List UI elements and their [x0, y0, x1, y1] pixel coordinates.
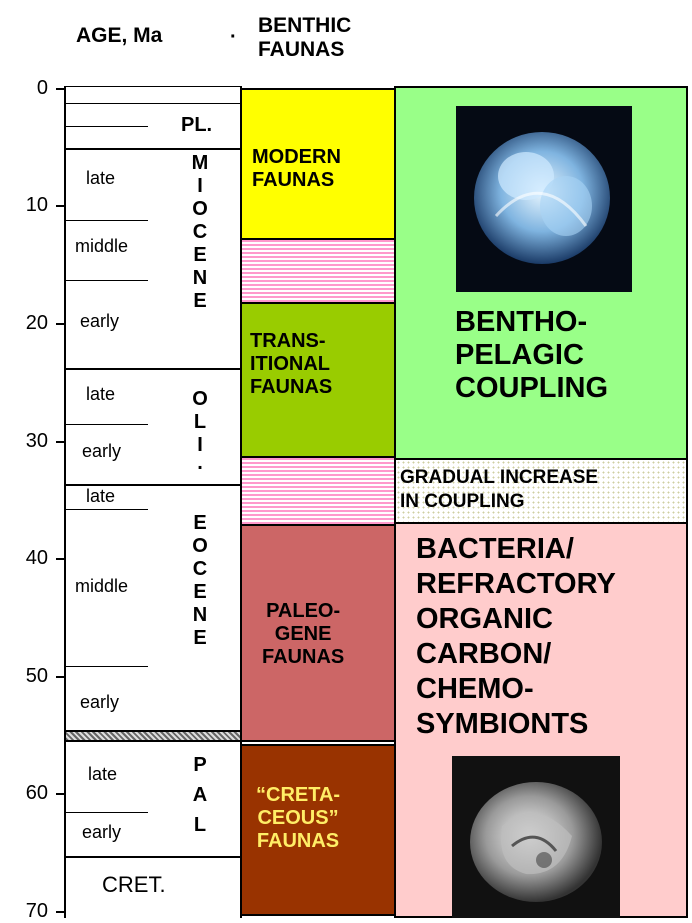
- epoch-pl: PL.: [181, 114, 212, 137]
- hatch-upper: [242, 240, 394, 302]
- fauna-cretaceous-label: “CRETA-CEOUS”FAUNAS: [256, 784, 340, 853]
- eoc-line-2: [66, 666, 148, 667]
- epoch-oligocene: OLI.: [188, 388, 212, 469]
- fauna-paleogene-label: PALEO-GENEFAUNAS: [262, 600, 344, 669]
- stage-pal-early: early: [82, 822, 121, 843]
- tick-label-30: 30: [8, 430, 48, 453]
- stage-mio-early: early: [80, 311, 119, 332]
- benthic-header-line2: FAUNAS: [258, 38, 351, 62]
- foram-bottom-svg: [452, 756, 620, 918]
- stage-oli-late: late: [86, 384, 115, 405]
- tick-label-70: 70: [8, 900, 48, 923]
- stage-mio-late: late: [86, 168, 115, 189]
- tick-label-20: 20: [8, 312, 48, 335]
- header-dot: ·: [230, 26, 237, 49]
- benthic-faunas-header: BENTHIC FAUNAS: [258, 14, 351, 62]
- stage-eoc-late: late: [86, 486, 115, 507]
- cret-top-line: [66, 856, 240, 858]
- eoc-pal-boundary: [66, 730, 240, 742]
- eoc-line-1: [66, 509, 148, 510]
- pal-line-1: [66, 812, 148, 813]
- stage-eoc-early: early: [80, 692, 119, 713]
- pl-line-2: [66, 103, 240, 104]
- stage-eoc-middle: middle: [75, 576, 128, 597]
- foram-image-top: [456, 106, 632, 292]
- hatch-lower: [242, 458, 394, 524]
- process-coupling-label: BENTHO-PELAGICCOUPLING: [455, 306, 608, 405]
- process-bacteria-label: BACTERIA/REFRACTORYORGANICCARBON/CHEMO-S…: [416, 532, 616, 742]
- process-gradual-label: GRADUAL INCREASEIN COUPLING: [400, 466, 598, 514]
- stage-oli-early: early: [82, 441, 121, 462]
- epoch-miocene: MIOCENE: [188, 152, 212, 313]
- pl-line-1: [66, 86, 240, 87]
- tick-label-10: 10: [8, 194, 48, 217]
- pl-line-3: [66, 126, 148, 127]
- stage-pal-late: late: [88, 764, 117, 785]
- epoch-eocene: EOCENE: [188, 512, 212, 650]
- pl-line-4: [66, 148, 240, 150]
- tick-label-40: 40: [8, 547, 48, 570]
- mio-line-1: [66, 220, 148, 221]
- tick-label-50: 50: [8, 665, 48, 688]
- foram-image-bottom: [452, 756, 620, 918]
- foram-top-svg: [456, 106, 632, 292]
- fauna-modern-label: MODERNFAUNAS: [252, 146, 341, 192]
- mio-line-2: [66, 280, 148, 281]
- age-header: AGE, Ma: [76, 24, 162, 48]
- epoch-cret: CRET.: [102, 872, 166, 898]
- epoch-paleocene: PAL: [188, 750, 212, 840]
- tick-label-60: 60: [8, 782, 48, 805]
- oli-top-line: [66, 368, 240, 370]
- stage-mio-middle: middle: [75, 236, 128, 257]
- oli-line-1: [66, 424, 148, 425]
- tick-label-0: 0: [8, 77, 48, 100]
- benthic-header-line1: BENTHIC: [258, 14, 351, 38]
- fauna-transitional-label: TRANS-ITIONALFAUNAS: [250, 330, 332, 399]
